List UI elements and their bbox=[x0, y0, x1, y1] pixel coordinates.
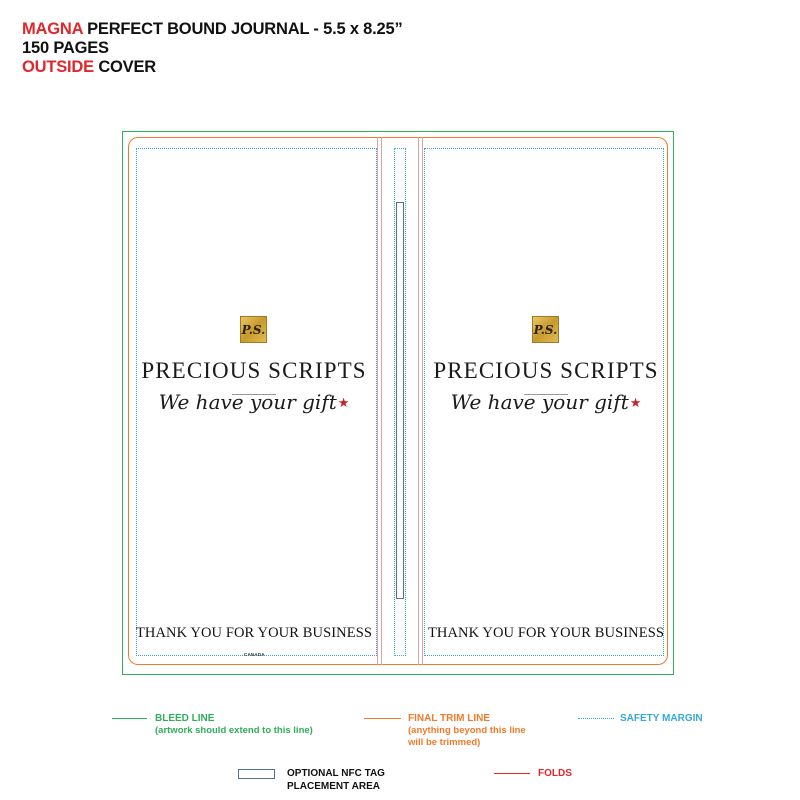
safety-swatch bbox=[578, 718, 614, 719]
brand-divider bbox=[524, 394, 568, 395]
spec-header: MAGNA PERFECT BOUND JOURNAL - 5.5 x 8.25… bbox=[22, 20, 403, 77]
origin-label: CANADA bbox=[244, 652, 265, 657]
legend-bleed-label: BLEED LINE bbox=[155, 713, 215, 724]
nfc-placement-area bbox=[396, 202, 404, 599]
bleed-line bbox=[122, 131, 674, 675]
safety-margin-front bbox=[424, 148, 664, 656]
star-icon: ★ bbox=[629, 396, 642, 411]
legend-bleed-note: (artwork should extend to this line) bbox=[155, 725, 313, 736]
fold-line bbox=[422, 137, 423, 665]
legend-nfc: OPTIONAL NFC TAG PLACEMENT AREA bbox=[238, 767, 385, 793]
legend-trim-note-2: will be trimmed) bbox=[408, 737, 481, 749]
fold-line bbox=[381, 137, 382, 665]
trim-swatch bbox=[364, 718, 401, 719]
trim-line-spine-bottom bbox=[381, 664, 418, 665]
tagline: We have your gift★ bbox=[134, 390, 374, 414]
logo-badge: P.S. bbox=[240, 316, 267, 343]
thank-you-text: THANK YOU FOR YOUR BUSINESS bbox=[135, 625, 373, 641]
legend-trim: FINAL TRIM LINE (anything beyond this li… bbox=[364, 712, 526, 750]
legend-safety: SAFETY MARGIN bbox=[578, 712, 703, 725]
legend-nfc-label-1: OPTIONAL NFC TAG bbox=[287, 768, 385, 779]
legend-trim-label: FINAL TRIM LINE bbox=[408, 713, 491, 724]
cover-side-highlight: OUTSIDE bbox=[22, 57, 94, 76]
logo-monogram: P.S. bbox=[241, 322, 266, 337]
cover-side: OUTSIDE COVER bbox=[22, 58, 403, 77]
nfc-swatch bbox=[238, 769, 275, 779]
legend-trim-note-1: (anything beyond this line bbox=[408, 725, 526, 736]
logo-badge: P.S. bbox=[532, 316, 559, 343]
cover-side-rest: COVER bbox=[93, 57, 157, 76]
front-cover-panel: P.S. PRECIOUS SCRIPTS We have your gift★… bbox=[426, 150, 666, 655]
fold-line bbox=[418, 137, 419, 665]
trim-line-front bbox=[418, 137, 668, 665]
legend-nfc-label-2: PLACEMENT AREA bbox=[287, 781, 380, 792]
brand-divider bbox=[232, 394, 276, 395]
spec-title: MAGNA PERFECT BOUND JOURNAL - 5.5 x 8.25… bbox=[22, 20, 403, 39]
tagline-text: We have your gift bbox=[450, 390, 629, 414]
legend-safety-label: SAFETY MARGIN bbox=[620, 713, 703, 724]
trim-line-spine-top bbox=[381, 137, 418, 138]
star-icon: ★ bbox=[337, 396, 350, 411]
tagline-text: We have your gift bbox=[158, 390, 337, 414]
back-cover-panel: P.S. PRECIOUS SCRIPTS We have your gift★… bbox=[134, 150, 374, 655]
safety-margin-back bbox=[136, 148, 377, 656]
legend-folds-label: FOLDS bbox=[538, 768, 572, 779]
safety-margin-spine bbox=[394, 148, 406, 656]
bleed-swatch bbox=[112, 718, 147, 719]
brand-highlight: MAGNA bbox=[22, 20, 83, 38]
folds-swatch bbox=[494, 773, 530, 774]
brand-name: PRECIOUS SCRIPTS bbox=[141, 358, 367, 383]
page-count: 150 PAGES bbox=[22, 38, 109, 57]
legend-bleed: BLEED LINE (artwork should extend to thi… bbox=[112, 712, 313, 737]
logo-monogram: P.S. bbox=[533, 322, 558, 337]
brand-name: PRECIOUS SCRIPTS bbox=[433, 358, 659, 383]
fold-line bbox=[377, 137, 378, 665]
tagline: We have your gift★ bbox=[426, 390, 666, 414]
trim-line-back bbox=[128, 137, 381, 665]
thank-you-text: THANK YOU FOR YOUR BUSINESS bbox=[427, 625, 665, 641]
spec-title-rest: PERFECT BOUND JOURNAL - 5.5 x 8.25” bbox=[82, 20, 403, 38]
legend-folds: FOLDS bbox=[494, 767, 572, 780]
